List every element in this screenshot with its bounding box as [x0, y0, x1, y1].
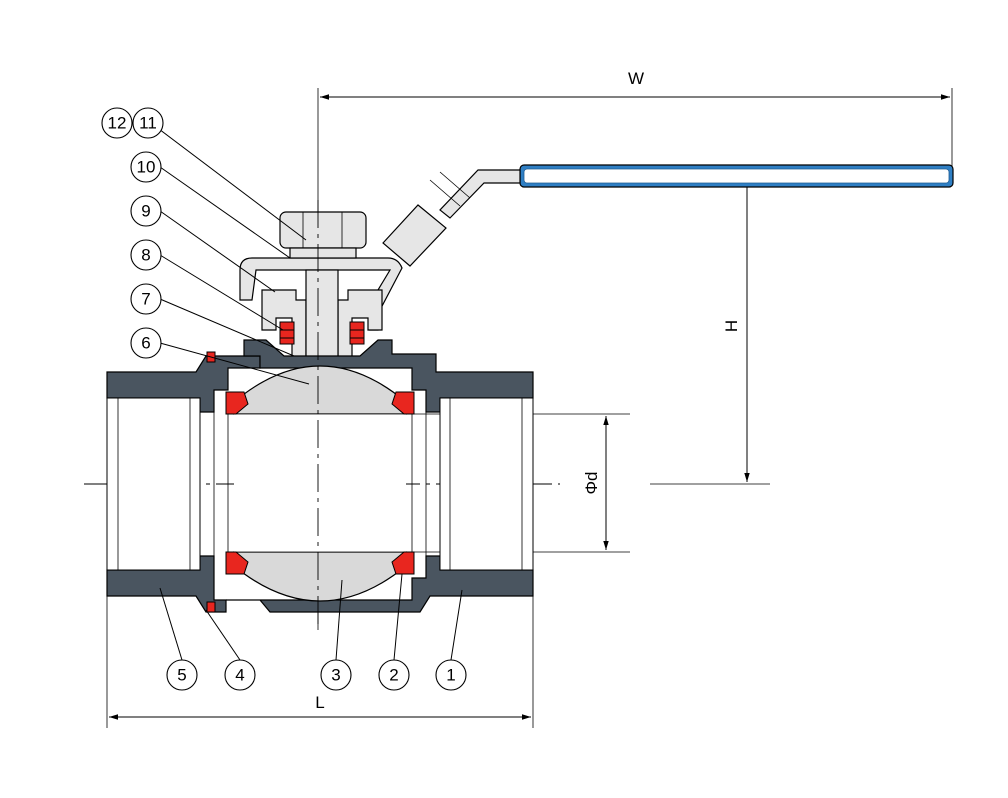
- dimension-bore-label: Φd: [582, 471, 601, 494]
- body-gasket-bottom: [206, 601, 216, 613]
- callout-2-label: 2: [389, 666, 398, 685]
- dimension-l-label: L: [315, 693, 324, 712]
- callout-8-label: 8: [141, 246, 150, 265]
- callout-5-label: 5: [177, 666, 186, 685]
- callout-9: 9: [130, 195, 162, 227]
- callout-1-label: 1: [446, 666, 455, 685]
- ball-seats: [225, 391, 415, 575]
- callout-7: 7: [130, 283, 162, 315]
- dimension-w-label: W: [628, 69, 644, 88]
- leader-lines: [150, 122, 463, 661]
- callout-1: 1: [435, 659, 467, 691]
- handle-lever: [239, 164, 954, 331]
- callout-5: 5: [166, 659, 198, 691]
- callout-7-label: 7: [141, 290, 150, 309]
- callout-10: 10: [130, 151, 162, 183]
- callout-6-label: 6: [141, 334, 150, 353]
- end-sockets: [106, 397, 534, 571]
- callout-4-label: 4: [235, 666, 244, 685]
- callout-6: 6: [130, 327, 162, 359]
- stem-packing-seals: [279, 321, 365, 345]
- dimension-l: L: [106, 590, 534, 728]
- callout-11-label: 11: [139, 114, 157, 133]
- dimension-h-label: H: [722, 320, 741, 332]
- callout-12-label: 12: [108, 114, 127, 133]
- stem-nut: [279, 211, 367, 259]
- ball: [233, 365, 407, 602]
- callout-12: 12: [101, 107, 133, 139]
- callout-4: 4: [224, 659, 256, 691]
- dimension-w: W: [317, 69, 953, 630]
- callout-9-label: 9: [141, 202, 150, 221]
- callout-8: 8: [130, 239, 162, 271]
- callout-2: 2: [378, 659, 410, 691]
- dimension-h: H: [650, 166, 770, 485]
- callout-3-label: 3: [331, 666, 340, 685]
- callout-10-label: 10: [137, 158, 156, 177]
- callout-3: 3: [320, 659, 352, 691]
- callout-11: 11: [132, 107, 164, 139]
